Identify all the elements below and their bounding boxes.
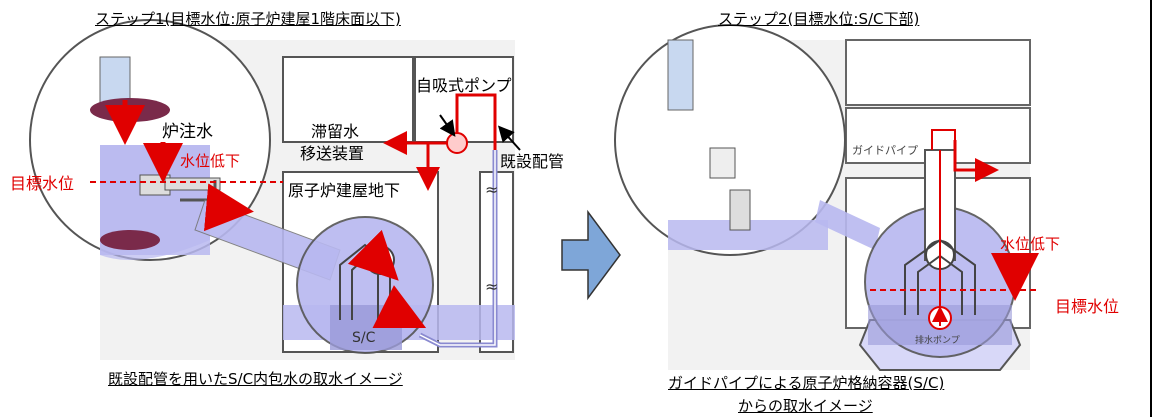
step1-title: ステップ1(目標水位:原子炉建屋1階床面以下)	[95, 10, 401, 28]
svg-text:≈: ≈	[485, 180, 498, 199]
transition-arrow	[561, 209, 621, 301]
step1-caption: 既設配管を用いたS/C内包水の取水イメージ	[108, 370, 403, 388]
frame-border	[1150, 0, 1152, 417]
svg-text:≈: ≈	[485, 277, 498, 296]
step1-target-level-label: 目標水位	[10, 174, 75, 193]
transfer-device-label-1: 滞留水	[311, 122, 360, 141]
step2-water-drop-label: 水位低下	[1000, 235, 1061, 253]
step2-diagram	[614, 24, 1040, 371]
step2-target-level-label: 目標水位	[1055, 297, 1120, 316]
self-priming-pump-label: 自吸式ポンプ	[416, 76, 512, 95]
existing-piping-label: 既設配管	[500, 152, 565, 171]
step2-caption-2: からの取水イメージ	[738, 397, 873, 415]
step2-caption-1: ガイドパイプによる原子炉格納容器(S/C)	[668, 374, 945, 392]
step2-title: ステップ2(目標水位:S/C下部)	[718, 10, 920, 28]
step1-water-drop-label: 水位低下	[180, 152, 241, 170]
step1-diagram: ≈ ≈	[29, 19, 521, 360]
sc-label: S/C	[352, 330, 376, 346]
drain-pump-label: 排水ポンプ	[915, 336, 960, 346]
reactor-basement-label: 原子炉建屋地下	[288, 181, 401, 200]
core-injection-label: 炉注水	[162, 122, 213, 142]
guide-pipe-label: ガイドパイプ	[852, 144, 918, 157]
transfer-device-label-2: 移送装置	[300, 144, 365, 163]
